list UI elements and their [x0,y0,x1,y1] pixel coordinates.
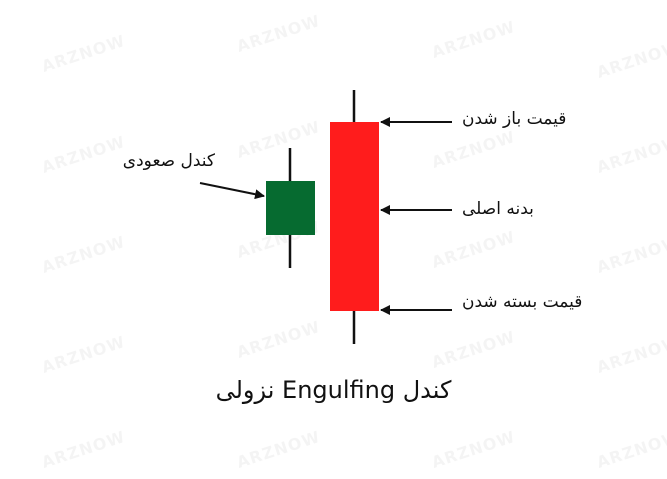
close-price-label: قیمت بسته شدن [462,292,583,312]
bullish-candle-label: کندل صعودی [122,151,215,171]
open-price-label: قیمت باز شدن [462,109,567,129]
bullish-candle-body [266,181,315,235]
main-body-label: بدنه اصلی [462,199,534,219]
bearish-candle-body [330,122,379,311]
diagram-caption: کندل Engulfing نزولی [215,376,452,404]
bullish-candle-arrow [199,182,265,200]
